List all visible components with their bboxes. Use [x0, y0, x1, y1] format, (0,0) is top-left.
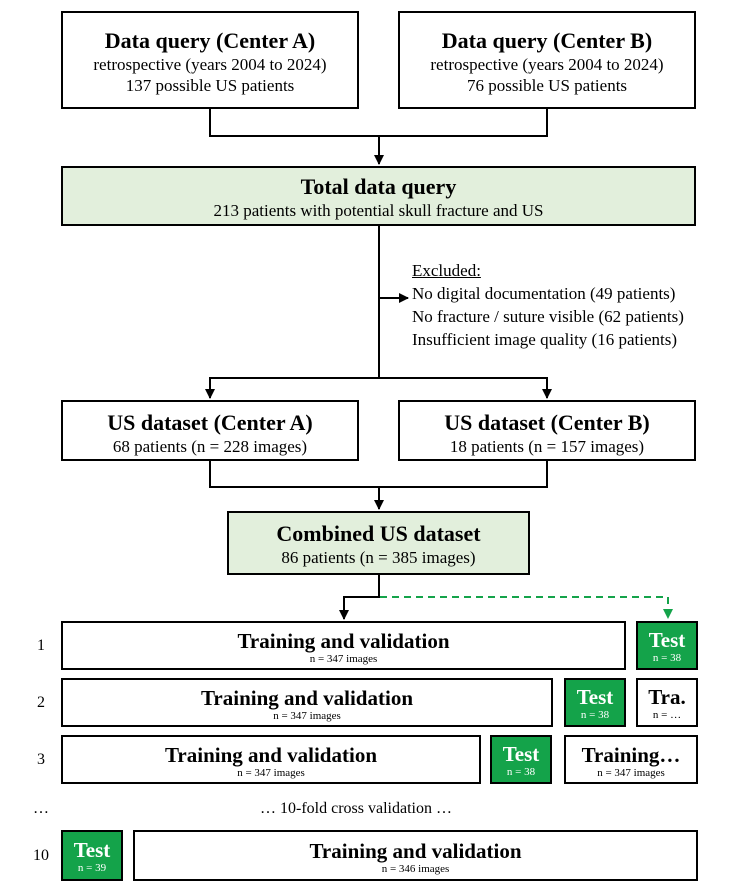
fold-2-extra-training-box: Tra. n = …: [636, 678, 698, 727]
test-count: n = 38: [506, 766, 536, 778]
training-title: Training and validation: [237, 629, 450, 653]
query-center-b-count: 76 possible US patients: [466, 76, 628, 95]
test-count: n = 38: [652, 652, 682, 664]
fold-number: 2: [37, 694, 45, 711]
dashed-arrow-to-test: [380, 596, 673, 619]
fold-2-training-box: Training and validation n = 347 images: [61, 678, 553, 727]
fold-number: 10: [33, 847, 49, 864]
total-query-count: 213 patients with potential skull fractu…: [213, 201, 544, 220]
cross-validation-label: … 10-fold cross validation …: [260, 800, 452, 817]
training-title: Training and validation: [200, 686, 413, 710]
test-title: Test: [502, 742, 540, 766]
training-title: Training and validation: [309, 839, 522, 863]
fold-3-extra-training-box: Training… n = 347 images: [564, 735, 698, 784]
dataset-center-a-count: 68 patients (n = 228 images): [112, 437, 308, 456]
query-center-a-title: Data query (Center A): [104, 28, 316, 53]
dataset-center-b-title: US dataset (Center B): [444, 410, 650, 435]
excluded-heading: Excluded:: [412, 261, 481, 280]
excluded-item: No digital documentation (49 patients): [412, 284, 676, 303]
excluded-item: No fracture / suture visible (62 patient…: [412, 307, 684, 326]
training-count: n = 346 images: [381, 863, 450, 875]
fold-number: 3: [37, 751, 45, 768]
dataset-center-b-count: 18 patients (n = 157 images): [449, 437, 645, 456]
total-query-title: Total data query: [300, 174, 457, 199]
training-count: n = 347 images: [237, 767, 305, 779]
query-center-b-period: retrospective (years 2004 to 2024): [430, 55, 664, 74]
query-center-a-period: retrospective (years 2004 to 2024): [93, 55, 327, 74]
combined-dataset-count: 86 patients (n = 385 images): [281, 548, 476, 567]
fold-3-test-box: Test n = 38: [490, 735, 552, 784]
query-center-a-box: Data query (Center A) retrospective (yea…: [61, 11, 359, 109]
test-count: n = 38: [580, 709, 610, 721]
fold-1-training-box: Training and validation n = 347 images: [61, 621, 626, 670]
training-count: n = …: [652, 709, 682, 721]
excluded-list: Excluded: No digital documentation (49 p…: [412, 259, 684, 351]
connector-datasets: [209, 461, 548, 488]
training-count: n = 347 images: [273, 710, 341, 722]
fold-3-training-box: Training and validation n = 347 images: [61, 735, 481, 784]
dataset-center-a-box: US dataset (Center A) 68 patients (n = 2…: [61, 400, 359, 461]
query-center-a-count: 137 possible US patients: [125, 76, 295, 95]
test-count: n = 39: [77, 862, 107, 874]
fold-number: 1: [37, 637, 45, 654]
connector-queries: [209, 109, 548, 137]
connector-combined-down: [344, 575, 380, 598]
combined-dataset-box: Combined US dataset 86 patients (n = 385…: [227, 511, 530, 575]
fold-number: …: [33, 800, 49, 817]
test-title: Test: [576, 685, 614, 709]
training-title: Training and validation: [164, 743, 377, 767]
fold-1-test-box: Test n = 38: [636, 621, 698, 670]
training-title: Training…: [581, 743, 681, 767]
fold-10-training-box: Training and validation n = 346 images: [133, 830, 698, 881]
training-count: n = 347 images: [597, 767, 665, 779]
excluded-item: Insufficient image quality (16 patients): [412, 330, 678, 349]
test-title: Test: [648, 628, 686, 652]
fold-10-test-box: Test n = 39: [61, 830, 123, 881]
training-count: n = 347 images: [309, 653, 378, 665]
total-query-box: Total data query 213 patients with poten…: [61, 166, 696, 226]
dataset-center-b-box: US dataset (Center B) 18 patients (n = 1…: [398, 400, 696, 461]
test-title: Test: [73, 838, 111, 862]
combined-dataset-title: Combined US dataset: [276, 521, 481, 546]
fold-2-test-box: Test n = 38: [564, 678, 626, 727]
dataset-center-a-title: US dataset (Center A): [107, 410, 313, 435]
query-center-b-title: Data query (Center B): [441, 28, 653, 53]
query-center-b-box: Data query (Center B) retrospective (yea…: [398, 11, 696, 109]
training-title: Tra.: [648, 685, 686, 709]
